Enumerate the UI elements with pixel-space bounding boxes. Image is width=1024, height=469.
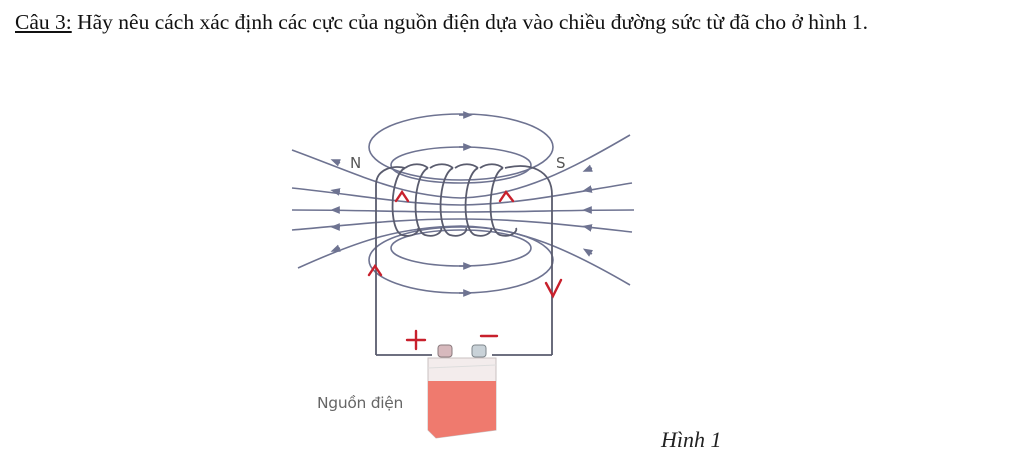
pole-s-label: S [556, 154, 566, 172]
arrow-up-icon [367, 263, 383, 277]
current-direction-marks [367, 189, 563, 351]
field-lines [291, 111, 635, 297]
pole-n-label: N [350, 154, 361, 172]
question-text: Câu 3: Hãy nêu cách xác định các cực của… [15, 4, 1020, 40]
arrow-up-icon [394, 189, 410, 203]
figure-caption: Hình 1 [661, 427, 722, 452]
battery-label: Nguồn điện [317, 394, 403, 412]
arrow-down-icon [544, 278, 563, 299]
plus-sign [405, 329, 427, 351]
question-label: Câu 3: [15, 10, 72, 34]
question-body: Hãy nêu cách xác định các cực của nguồn … [71, 10, 868, 34]
battery-icon [427, 344, 497, 439]
solenoid-coil [375, 163, 553, 356]
arrow-up-icon [498, 189, 515, 203]
